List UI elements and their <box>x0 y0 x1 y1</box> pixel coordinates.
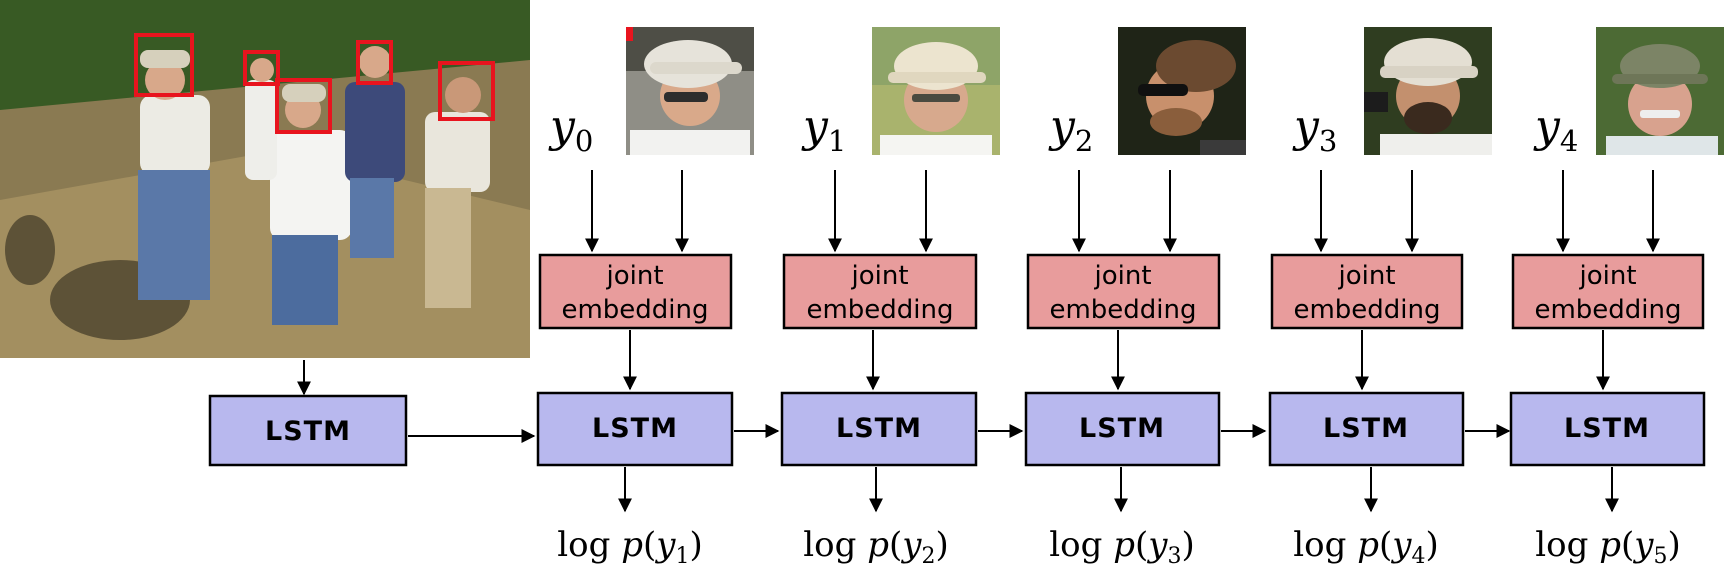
input-subscript: 1 <box>828 124 846 158</box>
input-subscript: 3 <box>1319 124 1337 158</box>
output-subscript: 3 <box>1167 544 1181 564</box>
face-detection-box <box>438 61 495 121</box>
lstm-label: LSTM <box>1323 413 1409 444</box>
lstm-block <box>1509 391 1706 467</box>
lstm-label: LSTM <box>1564 413 1650 444</box>
joint-embedding-box <box>538 253 733 330</box>
lstm-block <box>1024 391 1221 467</box>
person-1 <box>138 50 210 300</box>
input-variable: y3 <box>1292 101 1337 158</box>
face-detection-box <box>275 78 332 134</box>
joint-embedding-box <box>1270 253 1464 330</box>
input-subscript: 4 <box>1560 124 1578 158</box>
output-subscript: 5 <box>1653 544 1667 564</box>
input-subscript: 2 <box>1075 124 1093 158</box>
output-log-probability: log p(y4) <box>1293 525 1438 564</box>
face-safari-hat-glasses-icon <box>872 27 1000 155</box>
joint-embedding-box <box>1511 253 1705 330</box>
joint-embedding-box <box>1026 253 1221 330</box>
lstm-label: LSTM <box>836 413 922 444</box>
lstm-block <box>780 391 978 467</box>
person-2 <box>270 84 352 325</box>
face-detection-box <box>356 40 393 85</box>
scene-photo <box>0 0 530 358</box>
input-subscript: 0 <box>575 124 593 158</box>
output-subscript: 4 <box>1411 544 1425 564</box>
face-bucket-hat-camera-icon <box>1364 27 1492 155</box>
joint-embedding-box <box>782 253 978 330</box>
face-sunglasses-beard-icon <box>1118 27 1246 155</box>
output-log-probability: log p(y3) <box>1049 525 1194 564</box>
lstm-label: LSTM <box>592 413 678 444</box>
person-5 <box>245 58 277 180</box>
person-4 <box>425 77 490 308</box>
face-detection-box <box>243 50 280 86</box>
input-variable: y0 <box>548 101 593 158</box>
input-variable: y1 <box>801 101 846 158</box>
output-log-probability: log p(y5) <box>1535 525 1680 564</box>
lstm-block <box>536 391 734 467</box>
output-subscript: 2 <box>921 544 935 564</box>
input-variable: y2 <box>1048 101 1093 158</box>
input-variable: y4 <box>1533 101 1578 158</box>
face-older-man-hat-icon <box>1596 27 1724 155</box>
output-log-probability: log p(y1) <box>557 525 702 564</box>
person-3 <box>345 46 405 258</box>
output-log-probability: log p(y2) <box>803 525 948 564</box>
lstm-label: LSTM <box>1079 413 1165 444</box>
face-white-cap-sunglasses-icon <box>626 27 754 155</box>
lstm-label: LSTM <box>265 416 351 447</box>
lstm-block-initial: LSTM <box>208 394 408 467</box>
face-detection-box <box>134 33 194 97</box>
lstm-block <box>1268 391 1465 467</box>
output-subscript: 1 <box>675 544 689 564</box>
